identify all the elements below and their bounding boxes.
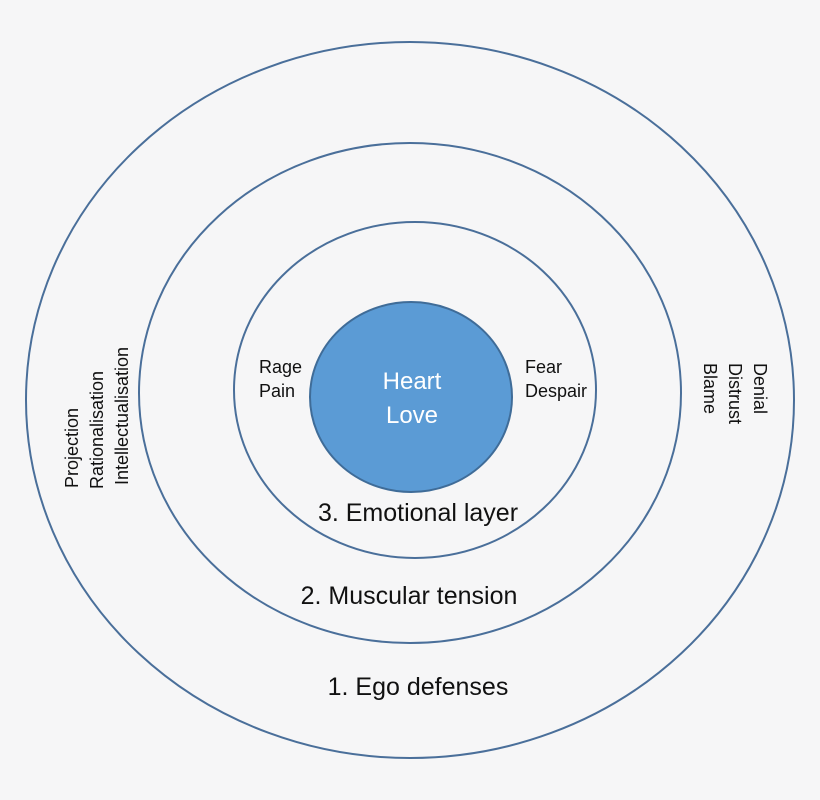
ego-right-word-denial: Denial bbox=[750, 363, 770, 414]
ego-left-word-intellectualisation: Intellectualisation bbox=[112, 347, 132, 485]
emotional-layer-title: 3. Emotional layer bbox=[318, 499, 518, 527]
heart-core bbox=[309, 301, 513, 493]
emotional-right-word-1: Fear bbox=[525, 357, 562, 377]
muscular-tension-title: 2. Muscular tension bbox=[301, 582, 518, 610]
ego-left-word-rationalisation: Rationalisation bbox=[87, 371, 107, 489]
emotional-layer-ring bbox=[233, 221, 597, 559]
ego-right-word-distrust: Distrust bbox=[725, 363, 745, 424]
emotional-left-word-2: Pain bbox=[259, 381, 295, 401]
emotional-left-word-1: Rage bbox=[259, 357, 302, 377]
muscular-tension-ring bbox=[138, 142, 682, 644]
emotional-right-word-2: Despair bbox=[525, 381, 587, 401]
ego-right-word-blame: Blame bbox=[700, 363, 720, 414]
core-label-heart: Heart bbox=[383, 368, 442, 395]
ego-left-word-projection: Projection bbox=[62, 408, 82, 488]
ego-defenses-ring bbox=[25, 41, 795, 759]
core-label-love: Love bbox=[386, 402, 438, 429]
ego-defenses-title: 1. Ego defenses bbox=[328, 673, 509, 701]
